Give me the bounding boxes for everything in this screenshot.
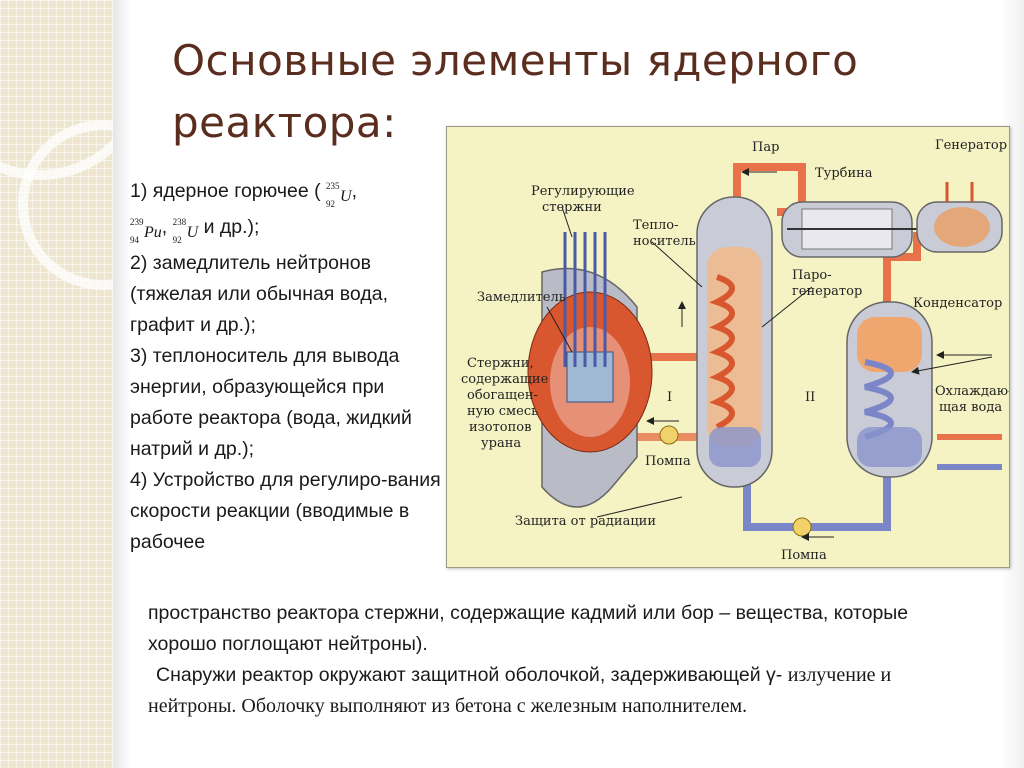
- label-coolant-1: Тепло-: [633, 218, 679, 233]
- outer-shell-serif: излучение и нейтроны. Оболочку выполняют…: [148, 664, 892, 717]
- label-control-rods-1: Регулирующие: [531, 184, 635, 199]
- turbine: [781, 201, 917, 258]
- pump-secondary: [792, 517, 812, 537]
- label-circuit-1: I: [667, 390, 672, 405]
- label-fuel-rods-2: содержащие: [461, 372, 549, 387]
- label-turbine: Турбина: [815, 166, 873, 181]
- label-pump-1: Помпа: [645, 454, 691, 469]
- label-fuel-rods-1: Стержни,: [467, 356, 534, 371]
- label-control-rods-2: стержни: [542, 200, 602, 215]
- list-item-coolant: 3) теплоноситель для вывода энергии, обр…: [130, 345, 412, 460]
- reactor-diagram: Пар Турбина Генератор Регулирующие стерж…: [446, 126, 1010, 568]
- label-cooling-water-2: щая вода: [939, 400, 1002, 415]
- label-fuel-rods-3: обогащен-: [467, 388, 538, 403]
- left-band-shadow: [113, 0, 131, 768]
- label-fuel-rods-5: изотопов: [469, 420, 531, 435]
- label-fuel-rods-4: ную смесь: [467, 404, 538, 419]
- label-circuit-2: II: [805, 390, 815, 405]
- label-radiation-shield: Защита от радиации: [515, 514, 656, 529]
- generator: [916, 182, 1003, 253]
- body-continuation: пространство реактора стержни, содержащи…: [148, 598, 978, 722]
- list-item-fuel-suffix: и др.);: [203, 216, 260, 238]
- list-item-control: 4) Устройство для регулиро-вания скорост…: [130, 469, 441, 553]
- label-moderator: Замедлитель: [477, 290, 566, 305]
- condenser: [846, 301, 933, 478]
- decorative-left-band: [0, 0, 113, 768]
- outer-shell-text: Снаружи реактор окружают защитной оболоч…: [148, 660, 978, 722]
- label-steam-gen-1: Паро-: [792, 268, 832, 283]
- label-steam-gen-2: генератор: [792, 284, 862, 299]
- list-item-moderator: 2) замедлитель нейтронов (тяжелая или об…: [130, 252, 388, 336]
- label-generator: Генератор: [935, 138, 1007, 153]
- label-coolant-2: носитель: [633, 234, 696, 249]
- label-fuel-rods-6: урана: [481, 436, 521, 451]
- label-cooling-water-1: Охлаждаю-: [935, 384, 1009, 399]
- control-rods: [563, 232, 607, 367]
- label-steam: Пар: [752, 140, 779, 155]
- page-title: Основные элементы ядерного реактора:: [172, 36, 859, 147]
- reactor-diagram-svg: Пар Турбина Генератор Регулирующие стерж…: [461, 138, 1009, 563]
- steam-generator: [696, 196, 773, 488]
- outer-shell-sans: Снаружи реактор окружают защитной оболоч…: [156, 664, 783, 686]
- continuation-text: пространство реактора стержни, содержащи…: [148, 602, 909, 655]
- reactor-vessel: [527, 232, 653, 508]
- label-pump-2: Помпа: [781, 548, 827, 563]
- list-item-fuel-prefix: 1) ядерное горючее (: [130, 180, 321, 202]
- label-condenser: Конденсатор: [913, 296, 1002, 311]
- pump-primary: [659, 425, 679, 445]
